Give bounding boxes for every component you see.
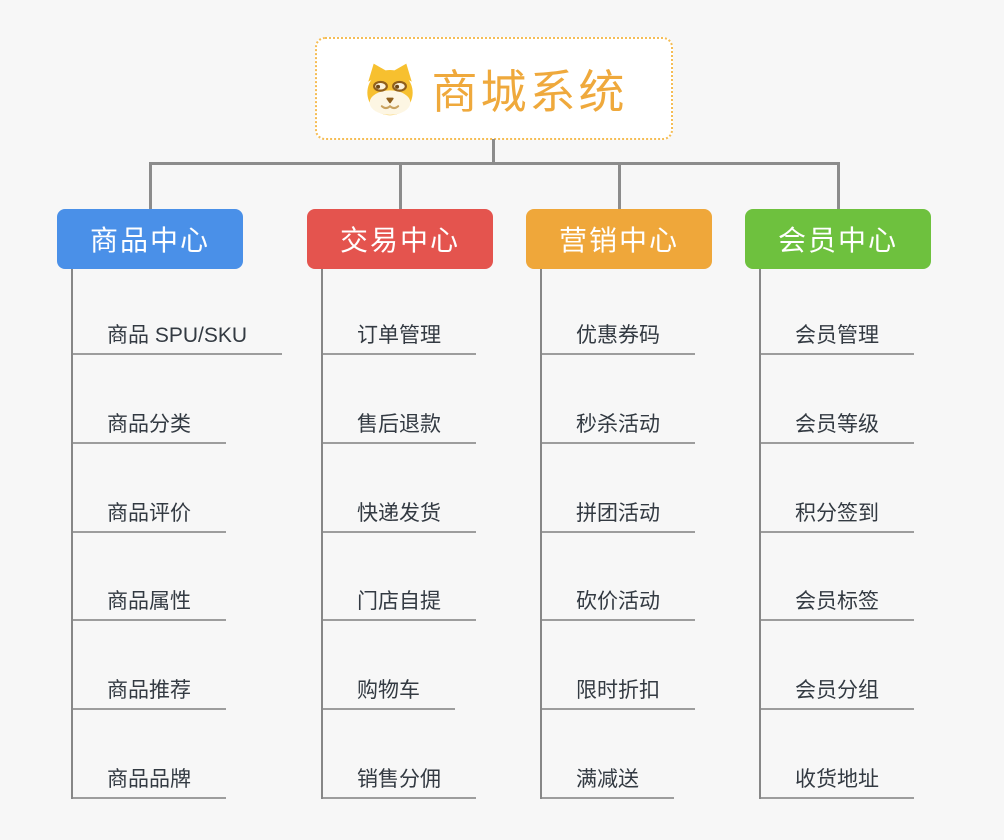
- leaf-node[interactable]: 满减送: [542, 710, 674, 799]
- leaf-label: 秒杀活动: [576, 412, 660, 436]
- branch-box-marketing-center[interactable]: 营销中心: [526, 209, 712, 269]
- branch-children-product-center: 商品 SPU/SKU 商品分类商品评价商品属性商品推荐商品品牌: [71, 269, 283, 799]
- leaf-node[interactable]: 限时折扣: [542, 621, 695, 711]
- leaf-label: 商品属性: [107, 590, 191, 614]
- leaf-node[interactable]: 商品属性: [73, 533, 226, 622]
- leaf-node[interactable]: 会员分组: [761, 621, 914, 711]
- leaf-node[interactable]: 积分签到: [761, 444, 914, 533]
- branch-box-trade-center[interactable]: 交易中心: [307, 209, 493, 269]
- leaf-label: 商品品牌: [107, 767, 191, 791]
- leaf-node[interactable]: 会员等级: [761, 355, 914, 444]
- leaf-label: 会员分组: [795, 679, 879, 703]
- leaf-label: 优惠券码: [576, 324, 660, 347]
- connector-line: [148, 162, 152, 209]
- leaf-node[interactable]: 门店自提: [323, 533, 476, 622]
- leaf-label: 商品评价: [107, 501, 191, 525]
- branch-label: 营销中心: [558, 225, 679, 256]
- leaf-label: 商品 SPU/SKU: [107, 324, 248, 347]
- leaf-label: 商品推荐: [107, 679, 191, 703]
- leaf-label: 订单管理: [357, 324, 441, 347]
- connector-line: [492, 139, 495, 165]
- leaf-label: 商品分类: [107, 412, 191, 436]
- leaf-node[interactable]: 商品分类: [73, 355, 226, 444]
- leaf-node[interactable]: 优惠券码: [542, 269, 695, 355]
- leaf-node[interactable]: 收货地址: [761, 710, 914, 799]
- leaf-node[interactable]: 购物车: [323, 621, 455, 711]
- leaf-node[interactable]: 商品品牌: [73, 710, 226, 799]
- leaf-label: 会员管理: [795, 324, 879, 347]
- connector-line: [398, 162, 402, 209]
- leaf-node[interactable]: 售后退款: [323, 355, 476, 444]
- leaf-label: 售后退款: [357, 412, 441, 436]
- branch-box-product-center[interactable]: 商品中心: [57, 209, 243, 269]
- leaf-node[interactable]: 订单管理: [323, 269, 476, 355]
- connector-line: [617, 162, 621, 209]
- leaf-label: 会员标签: [795, 590, 879, 614]
- leaf-node[interactable]: 商品推荐: [73, 621, 226, 711]
- leaf-node[interactable]: 砍价活动: [542, 533, 695, 622]
- leaf-label: 收货地址: [795, 767, 879, 791]
- leaf-label: 销售分佣: [357, 767, 441, 791]
- branch-children-trade-center: 订单管理售后退款快递发货门店自提购物车销售分佣: [321, 269, 476, 799]
- root-node[interactable]: 商城系统: [315, 37, 673, 140]
- connector-line: [148, 162, 840, 165]
- leaf-node[interactable]: 快递发货: [323, 444, 476, 533]
- branch-children-marketing-center: 优惠券码秒杀活动拼团活动砍价活动限时折扣满减送: [540, 269, 695, 799]
- leaf-node[interactable]: 商品 SPU/SKU: [73, 269, 283, 355]
- leaf-label: 快递发货: [357, 501, 441, 525]
- leaf-label: 限时折扣: [576, 679, 660, 703]
- leaf-label: 积分签到: [795, 501, 879, 525]
- leaf-label: 砍价活动: [576, 590, 660, 614]
- leaf-node[interactable]: 会员标签: [761, 533, 914, 622]
- leaf-node[interactable]: 销售分佣: [323, 710, 476, 799]
- leaf-label: 会员等级: [795, 412, 879, 436]
- branch-label: 交易中心: [339, 225, 460, 256]
- branch-box-member-center[interactable]: 会员中心: [745, 209, 931, 269]
- dog-face-icon: [361, 60, 419, 118]
- leaf-node[interactable]: 会员管理: [761, 269, 914, 355]
- leaf-label: 满减送: [576, 767, 639, 791]
- branch-label: 会员中心: [777, 225, 898, 256]
- leaf-label: 门店自提: [357, 590, 441, 614]
- connector-line: [836, 162, 840, 209]
- leaf-label: 拼团活动: [576, 501, 660, 525]
- branch-label: 商品中心: [89, 225, 210, 256]
- leaf-label: 购物车: [357, 679, 420, 703]
- root-label: 商城系统: [431, 65, 628, 118]
- leaf-node[interactable]: 拼团活动: [542, 444, 695, 533]
- leaf-node[interactable]: 商品评价: [73, 444, 226, 533]
- leaf-node[interactable]: 秒杀活动: [542, 355, 695, 444]
- branch-children-member-center: 会员管理会员等级积分签到会员标签会员分组收货地址: [759, 269, 914, 799]
